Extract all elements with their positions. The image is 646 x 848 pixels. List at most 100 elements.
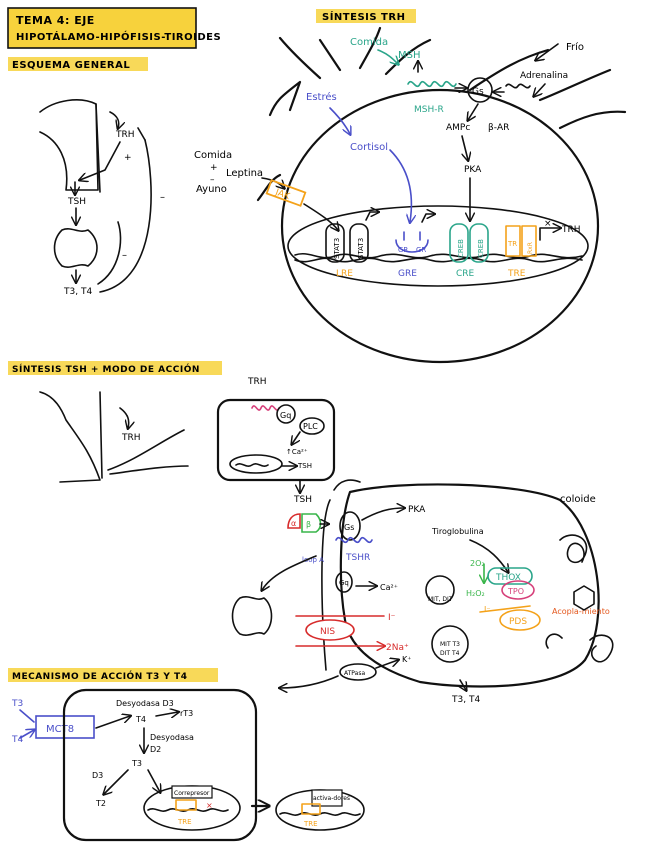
trh-tr: TR — [507, 240, 517, 248]
trh-pka: PKA — [464, 165, 482, 175]
mit-dit-circle — [425, 575, 455, 605]
trh-comida-top: Comida — [350, 37, 388, 48]
section-trh: SÍNTESIS TRH — [316, 9, 416, 23]
tyrosine-ring — [573, 585, 595, 611]
tsh-na: 2Na⁺ — [386, 643, 409, 653]
tsh-t3t4: T3, T4 — [451, 695, 480, 705]
atpasa-ellipse — [339, 663, 377, 681]
trh-gr-b: GR — [416, 246, 426, 254]
mit-t3-circle — [431, 625, 469, 663]
activadores-box — [311, 789, 343, 807]
tsh-tshr: TSHR — [345, 553, 370, 563]
trh-ayuno: Ayuno — [196, 184, 227, 195]
trh-adrenalina: Adrenalina — [520, 71, 568, 81]
trh-tre: TRE — [507, 269, 526, 279]
trh-rxr: RxR — [527, 242, 534, 254]
msh-receptor — [407, 80, 457, 88]
trh-ampc: AMPc — [446, 123, 470, 133]
tpo-ellipse — [501, 580, 535, 600]
jak-box — [265, 179, 307, 207]
plc-ellipse — [299, 417, 325, 435]
gs-protein — [467, 77, 493, 103]
trh-cell: Comida MSH MSH-R Gs Frío Adrenalina AMPc… — [194, 26, 627, 364]
trh-creb-a: CREB — [457, 239, 465, 258]
trh-cortisol: Cortisol — [350, 142, 388, 153]
esquema-minus1: – — [122, 250, 127, 261]
rxr-box — [521, 225, 537, 257]
section-esquema-label: ESQUEMA GENERAL — [12, 60, 130, 71]
beta-ar-receptor — [505, 83, 531, 89]
esquema-minus2: – — [160, 192, 165, 203]
tsh-nucleus — [229, 454, 283, 474]
tsh-h2o2: H₂O₂ — [466, 589, 485, 598]
tsh-acoplamiento: Acopla-miento — [552, 607, 610, 616]
tsh-loop: loop A — [302, 556, 324, 564]
tsh-alpha-subunit — [287, 513, 301, 529]
tsh-tpo: TPO — [507, 587, 524, 596]
stat3-right — [349, 223, 369, 263]
tsh-coloide: coloide — [560, 494, 596, 505]
tsh-tiroglobulina: Tiroglobulina — [431, 527, 484, 536]
trh-trh-out: TRH — [561, 225, 581, 235]
feedback-line-2 — [99, 139, 152, 293]
tsh-tsh-in: TSH — [297, 462, 312, 470]
pituitary-cell — [216, 398, 336, 482]
tsh-ca: ↑Ca²⁺ — [286, 448, 308, 456]
mech-rt3: rT3 — [180, 709, 193, 718]
tsh-pds: PDS — [509, 617, 527, 627]
trh-stat3-b: STAT3 — [357, 238, 365, 259]
trh-frio: Frío — [566, 41, 584, 53]
section-mechanism: MECANISMO DE ACCIÓN T3 Y T4 — [8, 668, 218, 682]
tsh-alpha: α — [291, 519, 296, 528]
neuron-body — [280, 88, 600, 364]
mech-t3: T3 — [11, 699, 23, 709]
section-mechanism-label: MECANISMO DE ACCIÓN T3 Y T4 — [12, 670, 187, 682]
stat3-left — [325, 223, 345, 263]
trh-lre: LRE — [336, 269, 353, 279]
section-trh-label: SÍNTESIS TRH — [322, 10, 405, 23]
trh-msh: MSH — [398, 50, 421, 61]
section-tsh: SÍNTESIS TSH + MODO DE ACCIÓN — [8, 361, 222, 375]
trh-cre: CRE — [456, 269, 475, 279]
nis-transporter — [305, 619, 355, 641]
tsh-trh-left: TRH — [121, 433, 141, 443]
tsh-ca2: Ca²⁺ — [380, 583, 398, 592]
tsh-mit-dit: MIT, DIT — [428, 596, 453, 603]
trh-minus: – — [210, 175, 215, 185]
esquema-t3t4: T3, T4 — [63, 287, 92, 297]
mech-mct8: MCT8 — [46, 724, 74, 735]
tsh-i-in: I⁻ — [388, 613, 396, 623]
gq-circle — [276, 404, 296, 424]
title-line2: HIPOTÁLAMO-HIPÓFISIS-TIROIDES — [16, 30, 221, 43]
mech-t4: T4 — [11, 735, 23, 745]
tsh-gq: Gq — [280, 411, 291, 420]
tsh-o2: 2O₂ — [470, 559, 485, 568]
tsh-gs: Gs — [344, 523, 354, 532]
creb-right — [469, 223, 489, 263]
thyroid-gland — [53, 228, 98, 268]
tsh-beta-subunit — [301, 513, 322, 533]
tsh-trh-cell: TRH — [247, 377, 267, 387]
trh-x: × — [544, 219, 552, 229]
tshr-receptor — [335, 536, 373, 544]
tsh-pka: PKA — [408, 505, 426, 515]
trh-bar: β-AR — [488, 123, 509, 133]
trh-gre: GRE — [398, 269, 417, 279]
mech-tre2: TRE — [303, 820, 318, 828]
trh-gr-a: GR — [398, 246, 408, 254]
feedback-line-1 — [97, 221, 122, 285]
tsh-thox: THOX — [495, 573, 521, 583]
trh-leptina: Leptina — [226, 168, 263, 179]
trh-jak: JAK — [273, 187, 292, 202]
tr-box-small — [175, 799, 197, 811]
tsh-gq2: Gq — [339, 579, 349, 587]
gq2-oval — [335, 571, 353, 593]
mech-d3: D3 — [92, 771, 103, 780]
tsh-beta: β — [306, 520, 311, 529]
tsh-dit-t4: DIT T4 — [440, 650, 460, 657]
mech-t4-in: T4 — [135, 715, 146, 724]
esquema-plus: + — [124, 153, 132, 163]
tsh-label: TSH — [293, 495, 312, 505]
trh-stat3-a: STAT3 — [333, 238, 341, 259]
title-line1: TEMA 4: EJE — [16, 14, 95, 27]
